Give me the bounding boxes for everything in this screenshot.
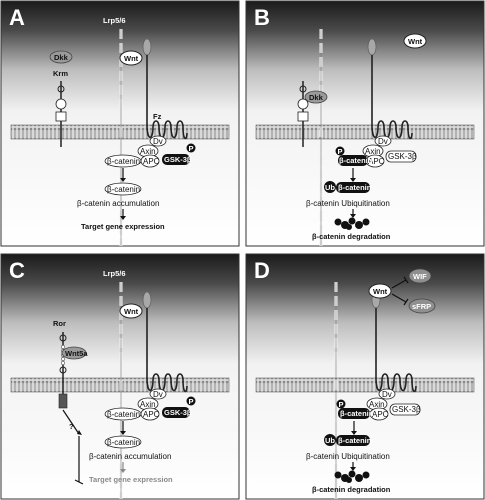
panel-d-letter: D <box>254 258 270 283</box>
dv-label: Dv <box>153 137 163 146</box>
dv-label: Dv <box>153 390 163 399</box>
q-label: ? <box>69 422 74 431</box>
gsk-label: GSK-3β <box>164 155 192 164</box>
ub-label: Ub <box>325 436 335 445</box>
p-label: P <box>339 400 344 409</box>
bcat2-label: β-catenin <box>107 185 140 194</box>
wif-label: WIF <box>413 272 427 281</box>
bcat2-label: β-catenin <box>338 183 372 192</box>
lrp-label: Lrp5/6 <box>103 269 126 278</box>
apc-label: APC <box>143 157 160 166</box>
dv-label: Dv <box>378 137 388 146</box>
wnt-label: Wnt <box>124 54 139 63</box>
panel-b-letter: B <box>254 5 270 30</box>
ror-label: Ror <box>53 319 66 328</box>
degradation-fragments <box>334 217 370 230</box>
apc-label: APC <box>368 157 385 166</box>
axin-label: Axin <box>365 147 381 156</box>
panel-a-letter: A <box>9 5 25 30</box>
wnt5a-label: Wnt5a <box>65 349 88 358</box>
sfrp-label: sFRP <box>412 302 431 311</box>
accum-label: β-catenin accumulation <box>89 452 171 461</box>
dkk-label: Dkk <box>54 53 69 62</box>
wnt-label: Wnt <box>124 307 139 316</box>
target-label: Target gene expression <box>89 475 173 484</box>
gsk-label: GSK-3β <box>164 408 192 417</box>
fz-label: Fz <box>153 112 162 121</box>
panel-c: C Lrp5/6 Wnt Ror Wnt5a ? Dv Axin APC <box>0 253 240 500</box>
p-label: P <box>189 144 194 153</box>
ub-label: Ub <box>325 183 335 192</box>
p-label: P <box>338 147 343 156</box>
dkk-label: Dkk <box>309 93 324 102</box>
apc-label: APC <box>143 410 160 419</box>
dv-label: Dv <box>382 390 392 399</box>
panel-d: D Wnt WIF sFRP Dv Axin APC GSK-3β β-cate… <box>245 253 485 500</box>
ubiq-label: β-catenin Ubiquitination <box>306 199 390 208</box>
wnt-label: Wnt <box>373 287 388 296</box>
panel-a: A Lrp5/6 Fz Wnt Dkk Krm Dv Axin APC GSK-… <box>0 0 240 247</box>
wnt-label: Wnt <box>408 37 423 46</box>
panel-b: B Wnt Dkk Dv Axin APC GSK-3β β-catenin P… <box>245 0 485 247</box>
bcat1-label: β-catenin <box>340 409 374 418</box>
axin-label: Axin <box>140 147 156 156</box>
apc-label: APC <box>372 410 389 419</box>
degr-label: β-catenin degradation <box>312 485 391 494</box>
panel-c-letter: C <box>9 258 25 283</box>
bcat1-label: β-catenin <box>107 410 140 419</box>
krm-label: Krm <box>53 69 68 78</box>
accum-label: β-catenin accumulation <box>77 199 159 208</box>
ubiq-label: β-catenin Ubiquitination <box>306 452 390 461</box>
target-label: Target gene expression <box>81 222 165 231</box>
bcat2-label: β-catenin <box>338 436 372 445</box>
axin-label: Axin <box>140 400 156 409</box>
bcat1-label: β-catenin <box>107 157 140 166</box>
lrp-label: Lrp5/6 <box>103 16 126 25</box>
degradation-fragments <box>334 470 370 483</box>
p-label: P <box>189 397 194 406</box>
degr-label: β-catenin degradation <box>312 232 391 241</box>
gsk-label: GSK-3β <box>392 405 421 414</box>
bcat1-label: β-catenin <box>339 156 373 165</box>
axin-label: Axin <box>369 400 385 409</box>
gsk-label: GSK-3β <box>388 152 417 161</box>
bcat2-label: β-catenin <box>107 438 140 447</box>
